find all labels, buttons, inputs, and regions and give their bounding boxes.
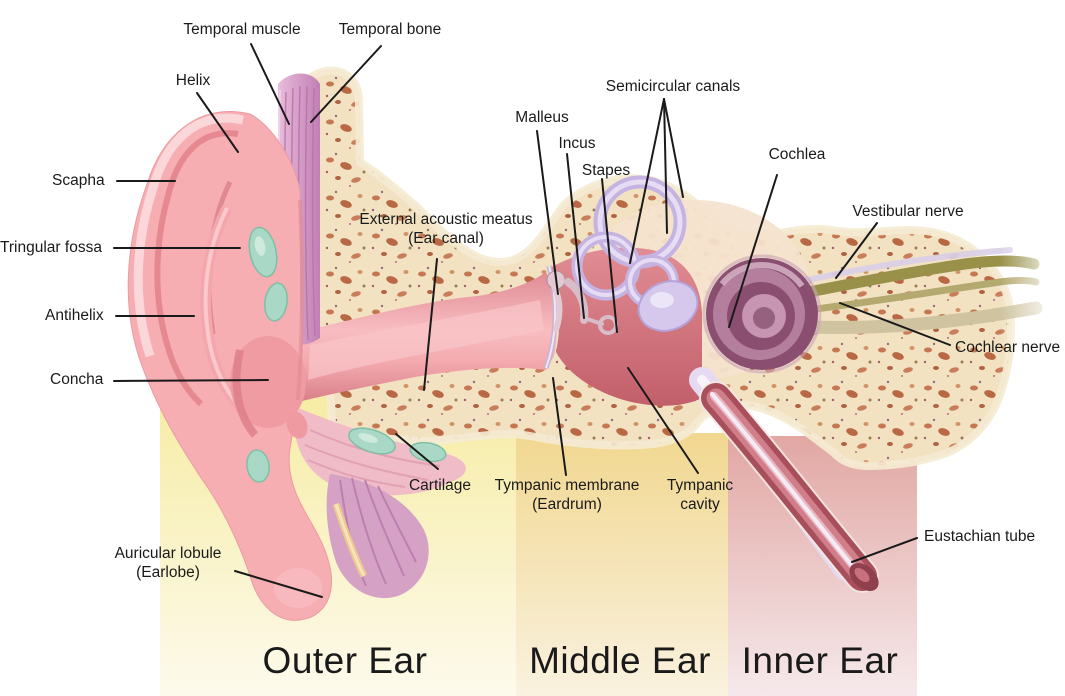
label-temporal-bone: Temporal bone (338, 21, 442, 38)
label-tympanic-cavity: Tympanic cavity (666, 477, 734, 513)
label-scapha: Scapha (52, 172, 105, 189)
zone-label-middle-ear: Middle Ear (529, 640, 711, 681)
label-auricular-lobule: Auricular lobule (Earlobe) (114, 545, 222, 581)
label-cochlea: Cochlea (768, 146, 826, 163)
eustachian-tube-shape (689, 367, 879, 593)
label-lines (113, 43, 951, 598)
zone-label-outer-ear: Outer Ear (262, 640, 428, 681)
label-semicircular-canals: Semicircular canals (605, 78, 741, 95)
label-vestibular-nerve: Vestibular nerve (852, 203, 964, 220)
cochlea-shape (702, 254, 822, 374)
nerve-fade (1000, 232, 1060, 347)
label-concha: Concha (50, 371, 104, 388)
label-external-acoustic-meatus: External acoustic meatus (Ear canal) (359, 211, 533, 247)
label-stapes: Stapes (581, 162, 631, 179)
label-cartilage: Cartilage (408, 477, 472, 494)
label-incus: Incus (558, 135, 596, 152)
label-tringular-fossa: Tringular fossa (0, 239, 102, 256)
label-cochlear-nerve: Cochlear nerve (955, 339, 1061, 356)
label-temporal-muscle: Temporal muscle (183, 21, 301, 38)
label-helix: Helix (175, 72, 211, 89)
semicircular-canals-shape (571, 175, 699, 332)
label-malleus: Malleus (515, 109, 569, 126)
ear-canal-shape (298, 272, 557, 402)
zone-label-inner-ear: Inner Ear (741, 640, 899, 681)
cartilage-shape (246, 226, 447, 483)
label-tympanic-membrane: Tympanic membrane (Eardrum) (494, 477, 640, 513)
label-eustachian-tube: Eustachian tube (924, 528, 1036, 545)
pinna-shape (127, 111, 332, 621)
label-antihelix: Antihelix (45, 307, 104, 324)
